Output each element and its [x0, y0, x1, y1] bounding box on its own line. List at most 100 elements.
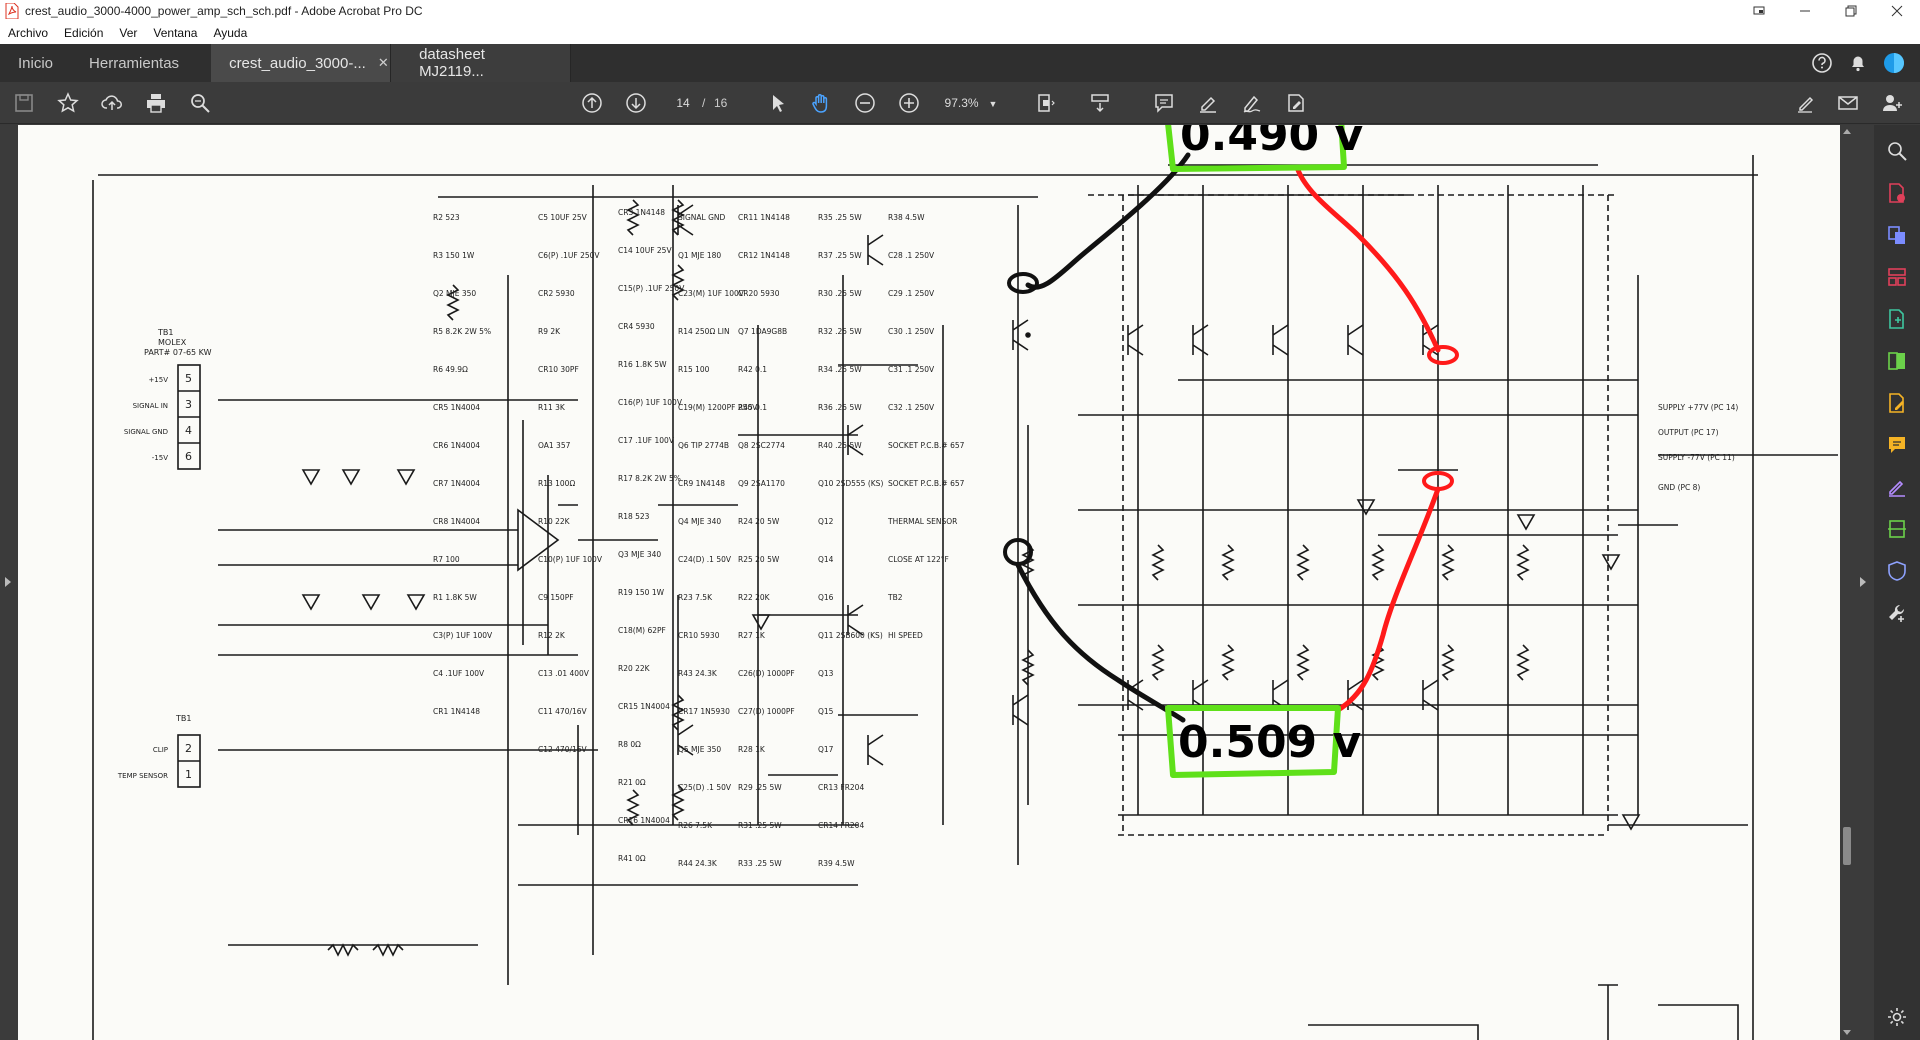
combine-files-icon[interactable]: [1885, 223, 1909, 247]
window-title: crest_audio_3000-4000_power_amp_sch_sch.…: [25, 4, 423, 18]
page-number-input[interactable]: 14: [676, 96, 690, 110]
component-label: C18(M) 62PF: [618, 626, 666, 635]
collapse-right-pane-icon[interactable]: [1860, 577, 1866, 587]
highlight-pen-icon[interactable]: [1196, 91, 1220, 115]
component-label: R31 .25 5W: [738, 821, 782, 830]
organize-pages-icon[interactable]: [1885, 265, 1909, 289]
menu-edicion[interactable]: Edición: [64, 26, 104, 40]
protect-shield-icon[interactable]: [1885, 559, 1909, 583]
tb1-lower-row-label: CLIP: [153, 746, 168, 754]
edit-pdf-icon[interactable]: [1885, 391, 1909, 415]
component-label: CR5 1N4004: [433, 403, 480, 412]
component-label: R42 0.1: [738, 365, 767, 374]
create-pdf-icon[interactable]: [1885, 307, 1909, 331]
tab-document-datasheet-label: datasheet MJ2119...: [419, 46, 485, 80]
print-icon[interactable]: [144, 91, 168, 115]
notifications-bell-icon[interactable]: [1840, 44, 1876, 82]
component-label: Q10 2SD555 (KS): [818, 479, 883, 488]
previous-page-icon[interactable]: [580, 91, 604, 115]
help-icon[interactable]: [1804, 44, 1840, 82]
component-label: C14 10UF 25V: [618, 246, 672, 255]
menu-ventana[interactable]: Ventana: [153, 26, 198, 40]
component-label: R30 .25 5W: [818, 289, 862, 298]
sign-pen-icon[interactable]: [1794, 91, 1818, 115]
component-label: R27 1K: [738, 631, 766, 640]
component-label: OA1 357: [538, 441, 571, 450]
component-label: R18 523: [618, 512, 650, 521]
component-label: R13 100Ω: [538, 479, 575, 488]
component-label: R28 1K: [738, 745, 766, 754]
menu-archivo[interactable]: Archivo: [8, 26, 49, 40]
comment-icon[interactable]: [1152, 91, 1176, 115]
component-label: R25 20 5W: [738, 555, 780, 564]
expand-left-pane-icon[interactable]: [5, 577, 11, 587]
component-label: R38 4.5W: [888, 213, 925, 222]
select-cursor-icon[interactable]: [766, 91, 790, 115]
component-label: C25(D) .1 50V: [678, 783, 732, 792]
minimize-button[interactable]: [1782, 0, 1828, 22]
next-page-icon[interactable]: [624, 91, 648, 115]
export-pdf-icon[interactable]: [1885, 181, 1909, 205]
scan-ocr-icon[interactable]: [1885, 517, 1909, 541]
settings-gear-icon[interactable]: [1885, 1005, 1909, 1029]
cast-screen-icon[interactable]: [1736, 0, 1782, 22]
email-icon[interactable]: [1836, 91, 1860, 115]
component-label: Q15: [818, 707, 834, 716]
component-label: R21 0Ω: [618, 778, 646, 787]
main-toolbar: 14 / 16 97.3%▼: [0, 82, 1920, 124]
tab-document-datasheet[interactable]: datasheet MJ2119...: [391, 44, 572, 82]
tab-document-crest[interactable]: crest_audio_3000-... ✕: [211, 44, 392, 82]
scroll-down-icon[interactable]: [1843, 1030, 1851, 1035]
tb1-pin-number: 5: [185, 372, 192, 385]
zoom-in-icon[interactable]: [897, 91, 921, 115]
right-pane-toggle[interactable]: [1854, 125, 1874, 1040]
component-label: Q6 TIP 2774B: [678, 441, 729, 450]
component-label: C12 470/16V: [538, 745, 588, 754]
scrollbar-thumb[interactable]: [1843, 827, 1851, 865]
add-user-icon[interactable]: [1880, 91, 1904, 115]
scroll-mode-icon[interactable]: [1088, 91, 1112, 115]
account-avatar-icon[interactable]: [1876, 44, 1912, 82]
component-label: R36 .25 5W: [818, 403, 862, 412]
pdf-file-icon: [5, 2, 19, 20]
left-pane-toggle[interactable]: [0, 125, 18, 1040]
menu-ver[interactable]: Ver: [119, 26, 138, 40]
save-icon[interactable]: [12, 91, 36, 115]
component-label: R22 20K: [738, 593, 771, 602]
menu-ayuda[interactable]: Ayuda: [213, 26, 248, 40]
comment-tool-icon[interactable]: [1885, 433, 1909, 457]
close-tab-icon[interactable]: ✕: [377, 55, 389, 70]
bookmark-star-icon[interactable]: [56, 91, 80, 115]
fill-and-sign-icon[interactable]: [1885, 475, 1909, 499]
tb1-row-label: SIGNAL GND: [124, 428, 168, 436]
component-label: R15 100: [678, 365, 710, 374]
tb1-lower-title: TB1: [175, 714, 191, 723]
restore-button[interactable]: [1828, 0, 1874, 22]
fit-page-icon[interactable]: [1034, 91, 1058, 115]
hand-tool-icon[interactable]: [809, 91, 833, 115]
component-label: CR17 1N5930: [678, 707, 730, 716]
find-magnifier-icon[interactable]: [188, 91, 212, 115]
component-label: CR9 1N4148: [678, 479, 725, 488]
cloud-upload-icon[interactable]: [100, 91, 124, 115]
draw-freehand-icon[interactable]: [1240, 91, 1264, 115]
zoom-out-icon[interactable]: [853, 91, 877, 115]
tab-home[interactable]: Inicio: [0, 44, 71, 82]
compare-files-icon[interactable]: [1885, 349, 1909, 373]
component-label: R44 24.3K: [678, 859, 718, 868]
component-label: Q14: [818, 555, 834, 564]
component-label: HI SPEED: [888, 631, 923, 640]
more-tools-wrench-icon[interactable]: [1885, 601, 1909, 625]
menu-bar: Archivo Edición Ver Ventana Ayuda: [0, 22, 1920, 44]
output-terminal-label: GND (PC 8): [1658, 483, 1700, 492]
enhance-scan-icon[interactable]: [1885, 139, 1909, 163]
vertical-scrollbar[interactable]: [1840, 125, 1854, 1040]
scroll-up-icon[interactable]: [1843, 129, 1851, 134]
fill-sign-icon[interactable]: [1284, 91, 1308, 115]
zoom-level-select[interactable]: 97.3%▼: [940, 92, 1002, 114]
tab-tools[interactable]: Herramientas: [71, 44, 211, 82]
close-window-button[interactable]: [1874, 0, 1920, 22]
component-label: C26(D) 1000PF: [738, 669, 795, 678]
tb1-header-text: TB1: [157, 328, 173, 337]
